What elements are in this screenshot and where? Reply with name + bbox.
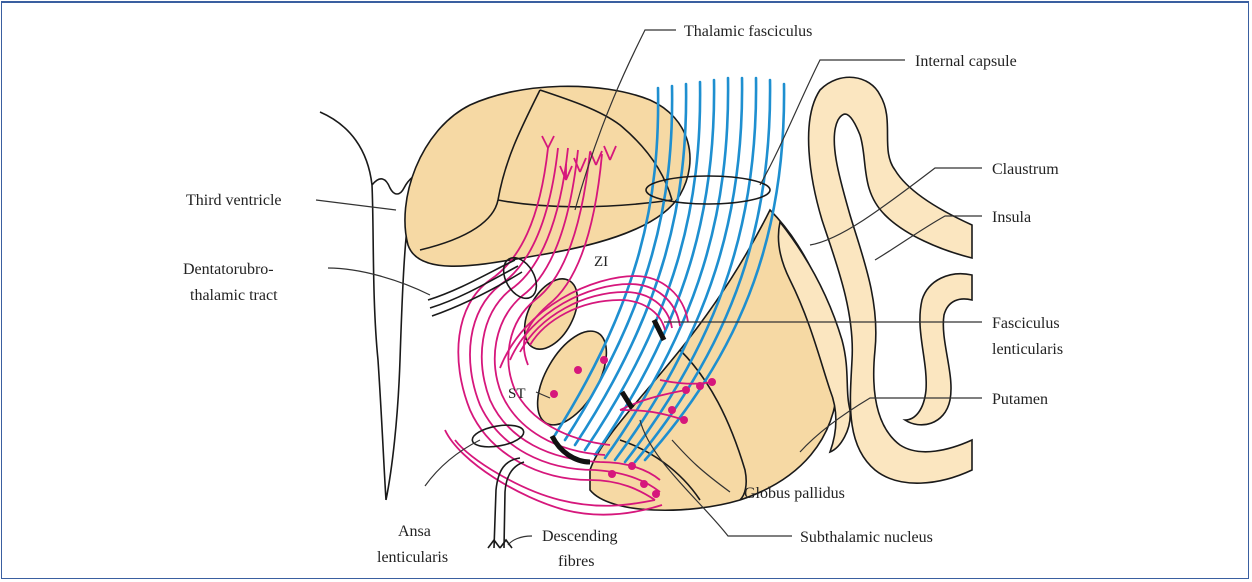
third-ventricle-shape — [320, 112, 428, 500]
label-insula: Insula — [992, 209, 1031, 226]
label-descending-line2: fibres — [558, 553, 594, 570]
label-dentatorubro-line1: Dentatorubro- — [183, 261, 274, 278]
label-zi: ZI — [594, 254, 608, 270]
label-third-ventricle: Third ventricle — [186, 192, 282, 209]
label-dentatorubro-line2: thalamic tract — [190, 287, 278, 304]
label-ansa-line2: lenticularis — [377, 549, 448, 566]
label-internal-capsule: Internal capsule — [915, 53, 1017, 70]
label-descending-line1: Descending — [542, 528, 618, 545]
label-putamen: Putamen — [992, 391, 1048, 408]
label-st: ST — [508, 386, 526, 402]
label-thalamic-fasciculus: Thalamic fasciculus — [684, 23, 812, 40]
insula-cortex-lower — [905, 274, 972, 425]
label-globus-pallidus: Globus pallidus — [744, 485, 845, 502]
label-claustrum: Claustrum — [992, 161, 1059, 178]
label-subthalamic-nucleus: Subthalamic nucleus — [800, 529, 933, 546]
label-fasciculus-lenticularis-line1: Fasciculus — [992, 315, 1060, 332]
label-fasciculus-lenticularis-line2: lenticularis — [992, 341, 1063, 358]
label-ansa-line1: Ansa — [398, 523, 431, 540]
